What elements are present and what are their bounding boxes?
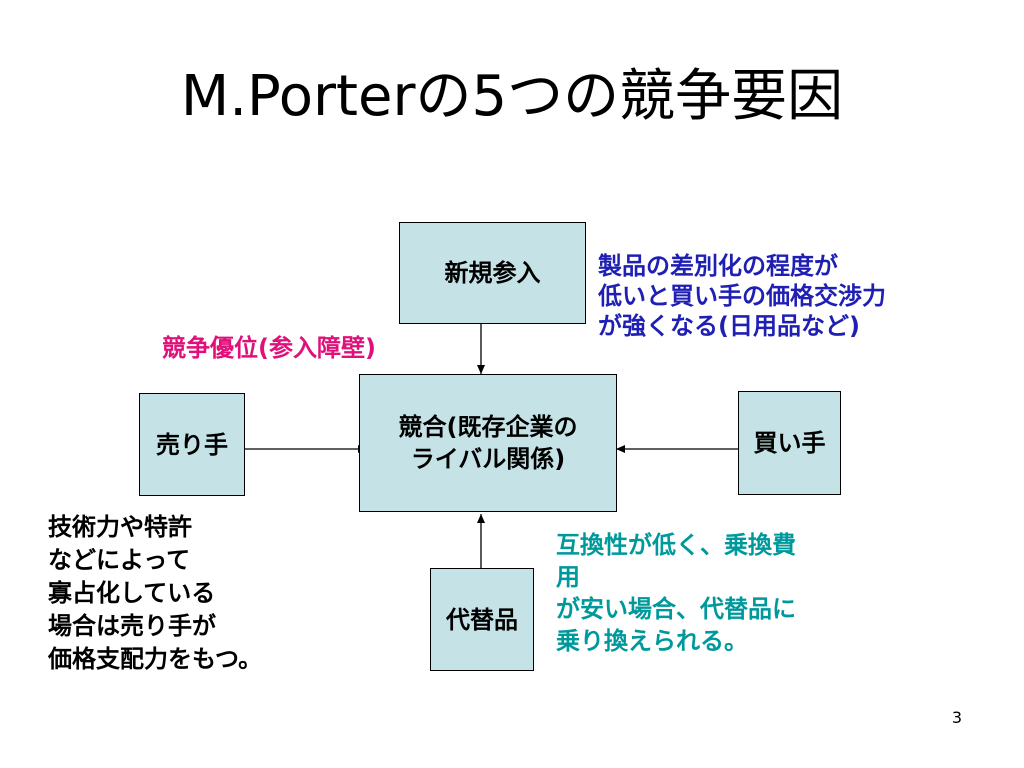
slide-title: M.Porterの5つの競争要因 [180,64,844,129]
note-substitute-threat-line: 用 [556,563,580,591]
note-seller-power-line: 場合は売り手が [48,612,216,640]
note-seller-power-line: などによって [48,546,191,574]
box-sellers-label: 売り手 [156,430,228,459]
box-substitutes-label: 代替品 [446,605,518,634]
box-buyers: 買い手 [738,391,841,495]
note-buyer-power-line: 製品の差別化の程度が [598,252,838,280]
box-substitutes: 代替品 [430,568,534,671]
box-new-entrants: 新規参入 [399,222,586,324]
note-buyer-power: 製品の差別化の程度が 低いと買い手の価格交渉力 が強くなる(日用品など) [598,251,886,341]
note-substitute-threat-line: が安い場合、代替品に [556,595,796,623]
note-buyer-power-line: が強くなる(日用品など) [598,312,860,340]
note-substitute-threat-line: 乗り換えられる。 [556,627,748,655]
note-seller-power-line: 寡占化している [48,579,216,607]
page-number: 3 [951,708,962,727]
note-entry-barrier: 競争優位(参入障壁) [162,333,376,363]
box-new-entrants-label: 新規参入 [444,259,541,287]
box-rivalry-label-line2: ライバル関係) [410,445,566,473]
box-rivalry-label-line1: 競合(既存企業の [398,413,578,441]
note-seller-power: 技術力や特許 などによって 寡占化している 場合は売り手が 価格支配力をもつ。 [48,511,262,676]
note-seller-power-line: 技術力や特許 [48,513,192,541]
note-buyer-power-line: 低いと買い手の価格交渉力 [598,282,886,310]
note-seller-power-line: 価格支配力をもつ。 [48,645,263,673]
note-substitute-threat-line: 互換性が低く、乗換費 [556,531,796,559]
box-buyers-label: 買い手 [753,429,826,457]
note-substitute-threat: 互換性が低く、乗換費 用 が安い場合、代替品に 乗り換えられる。 [556,529,796,657]
box-sellers: 売り手 [139,393,245,496]
note-entry-barrier-text: 競争優位(参入障壁) [162,334,376,362]
box-rivalry: 競合(既存企業の ライバル関係) [359,374,617,512]
